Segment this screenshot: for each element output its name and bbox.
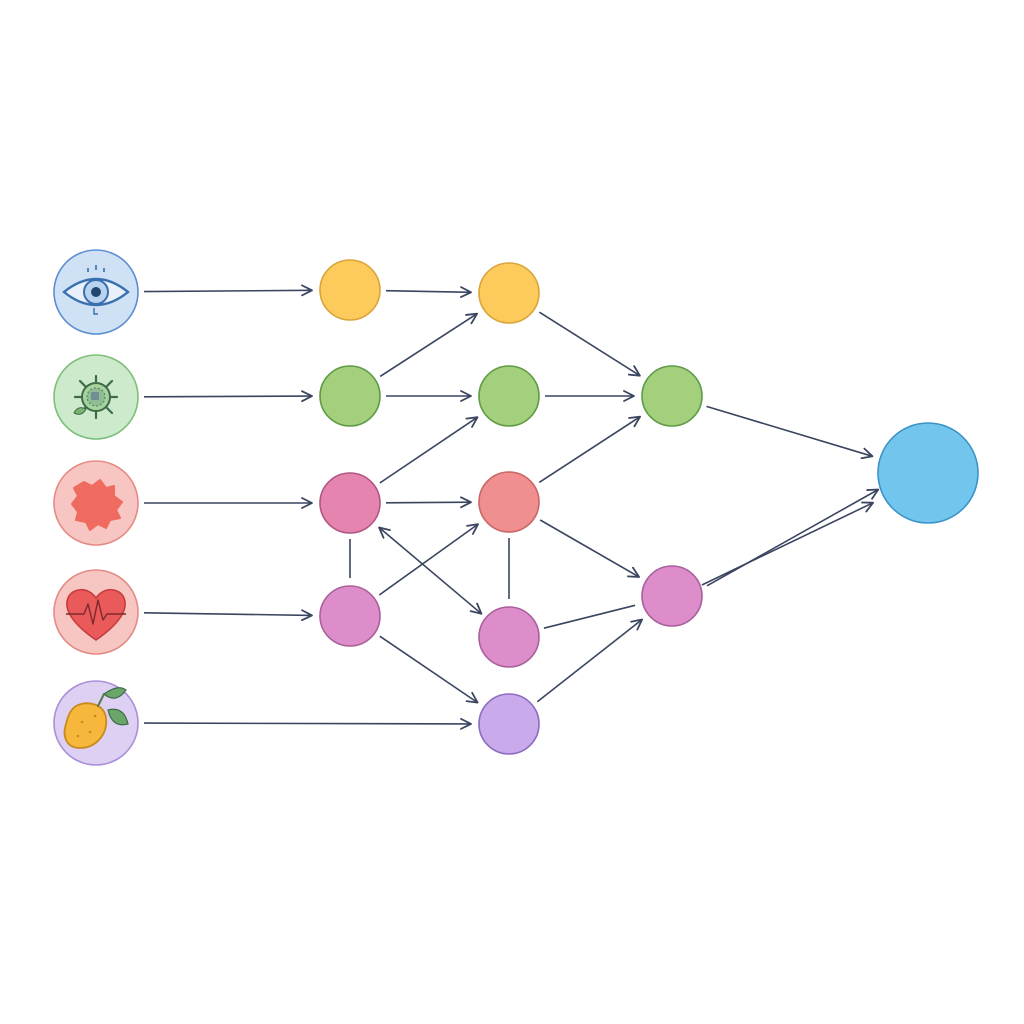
edges-layer: [143, 284, 880, 730]
edge-n9-to-n6: [378, 526, 483, 615]
node-salmon-1: [478, 471, 540, 533]
edge-n8-to-n11: [379, 635, 479, 704]
edge-in-eye-to-n1: [143, 284, 313, 297]
edge-n10-to-out-a: [706, 488, 880, 587]
node-pink-3: [478, 606, 540, 668]
input-gear: [53, 460, 139, 546]
node-yellow-1: [319, 259, 381, 321]
node-pink-4: [641, 565, 703, 627]
node-green-1: [319, 365, 381, 427]
virus-icon: [73, 374, 119, 420]
edge-in-heart-to-n8: [143, 609, 313, 622]
node-yellow-2: [478, 262, 540, 324]
edge-n7-to-n10: [539, 519, 640, 578]
edge-in-virus-to-n3: [143, 390, 313, 403]
node-purple-1: [478, 693, 540, 755]
edge-n5-to-out: [706, 405, 874, 460]
node-pink-2: [319, 585, 381, 647]
gear-icon: [71, 479, 123, 531]
input-virus: [53, 354, 139, 440]
edge-n9-to-n10: [543, 604, 636, 629]
edge-n8-to-n7: [378, 523, 480, 596]
edge-n11-to-n10: [536, 618, 643, 703]
eye-icon: [62, 265, 130, 315]
node-green-2: [478, 365, 540, 427]
input-fruit: [53, 680, 139, 766]
heart-pulse-icon: [66, 588, 126, 641]
edge-in-fruit-to-n11: [143, 717, 472, 730]
input-heart: [53, 569, 139, 655]
input-eye: [53, 249, 139, 335]
edge-n10-to-out-b: [701, 501, 874, 586]
edge-n2-to-n5: [538, 311, 641, 377]
edge-n1-to-n2: [385, 286, 472, 299]
edge-n6-to-n4: [379, 416, 479, 484]
node-pink-1: [319, 472, 381, 534]
edge-n3-to-n2: [379, 312, 479, 378]
node-green-3: [641, 365, 703, 427]
fruit-icon: [63, 687, 129, 749]
output-node: [877, 422, 979, 524]
edge-n6-to-n7: [385, 496, 472, 509]
edge-n7-to-n5: [538, 415, 641, 484]
